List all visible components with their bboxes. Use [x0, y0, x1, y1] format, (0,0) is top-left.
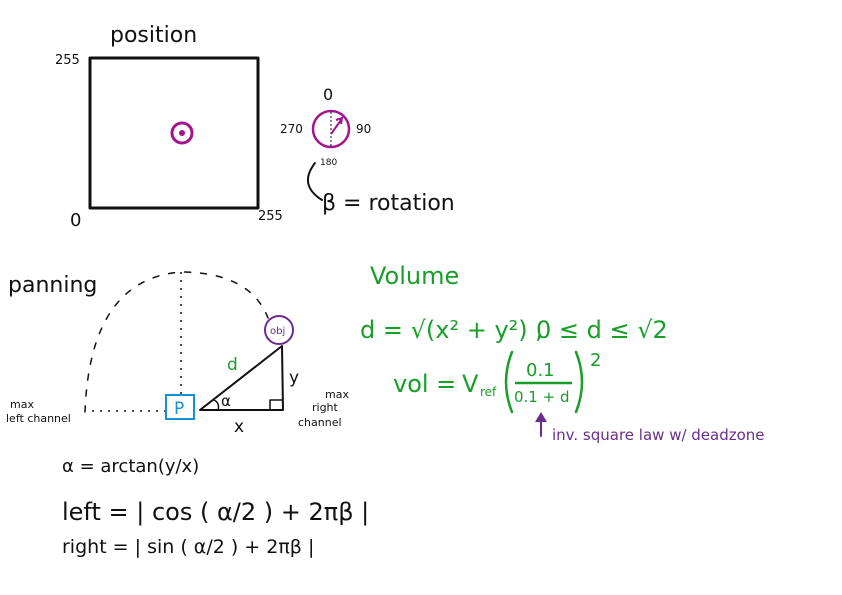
x-label: x	[234, 417, 244, 437]
object-marker-outer	[170, 121, 194, 145]
fraction-denominator: 0.1 + d	[514, 388, 569, 406]
rotation-label: β = rotation	[322, 191, 455, 216]
listener-box	[165, 394, 195, 420]
position-panel: position 255 0 255 0 270 90 180 β = rota…	[55, 23, 455, 231]
distance-formula: d = √(x² + y²) ,	[360, 316, 543, 344]
right-formula: right = | sin ( α/2 ) + 2πβ |	[62, 536, 314, 558]
position-square	[88, 56, 260, 210]
rotation-left-label: 270	[280, 122, 303, 136]
note-text: inv. square law w/ deadzone	[552, 426, 765, 444]
obj-label: obj	[270, 326, 285, 337]
rotation-dial-arrowhead	[335, 116, 344, 125]
d-label: d	[227, 355, 238, 375]
obj-marker	[264, 315, 294, 345]
rotation-dial-arrow	[330, 119, 342, 135]
position-y-max-label: 255	[55, 53, 80, 68]
range-formula: 0 ≤ d ≤ √2	[536, 316, 668, 344]
alpha-arc	[213, 399, 220, 411]
vref-subscript: ref	[480, 385, 497, 399]
max-left-label-2: left channel	[6, 412, 71, 425]
y-label: y	[289, 368, 299, 388]
rotation-bottom-label: 180	[320, 158, 337, 168]
vol-lhs: vol =	[393, 370, 456, 398]
panning-title: panning	[8, 273, 97, 298]
rotation-top-label: 0	[323, 85, 333, 104]
max-left-label-1: max	[10, 398, 34, 411]
position-x-min-label: 0	[70, 210, 81, 231]
position-title: position	[110, 23, 197, 48]
left-formula: left = | cos ( α/2 ) + 2πβ |	[62, 498, 369, 526]
paren-right	[574, 350, 584, 414]
object-marker-inner	[179, 130, 185, 136]
vref-symbol: V	[462, 370, 479, 398]
rotation-right-label: 90	[356, 122, 371, 136]
alpha-label: α	[221, 392, 231, 410]
paren-left	[504, 350, 514, 414]
position-x-max-label: 255	[258, 209, 283, 224]
alpha-formula: α = arctan(y/x)	[62, 456, 199, 477]
panning-triangle	[199, 345, 284, 411]
exponent: 2	[590, 350, 601, 371]
note-arrowhead	[535, 412, 547, 422]
max-right-label-2: right	[312, 401, 339, 414]
volume-panel: Volume d = √(x² + y²) , 0 ≤ d ≤ √2 vol =…	[360, 262, 765, 444]
fraction-numerator: 0.1	[526, 360, 555, 381]
panning-arc	[84, 271, 269, 413]
right-angle-mark	[269, 399, 283, 411]
max-right-label-1: max	[325, 388, 349, 401]
panning-panel: panning max left channel P α d y x obj m…	[6, 271, 369, 558]
listener-label: P	[174, 399, 184, 419]
volume-title: Volume	[370, 262, 459, 290]
rotation-callout-arc	[307, 162, 323, 201]
max-right-label-3: channel	[298, 416, 342, 429]
rotation-dial	[311, 109, 351, 149]
